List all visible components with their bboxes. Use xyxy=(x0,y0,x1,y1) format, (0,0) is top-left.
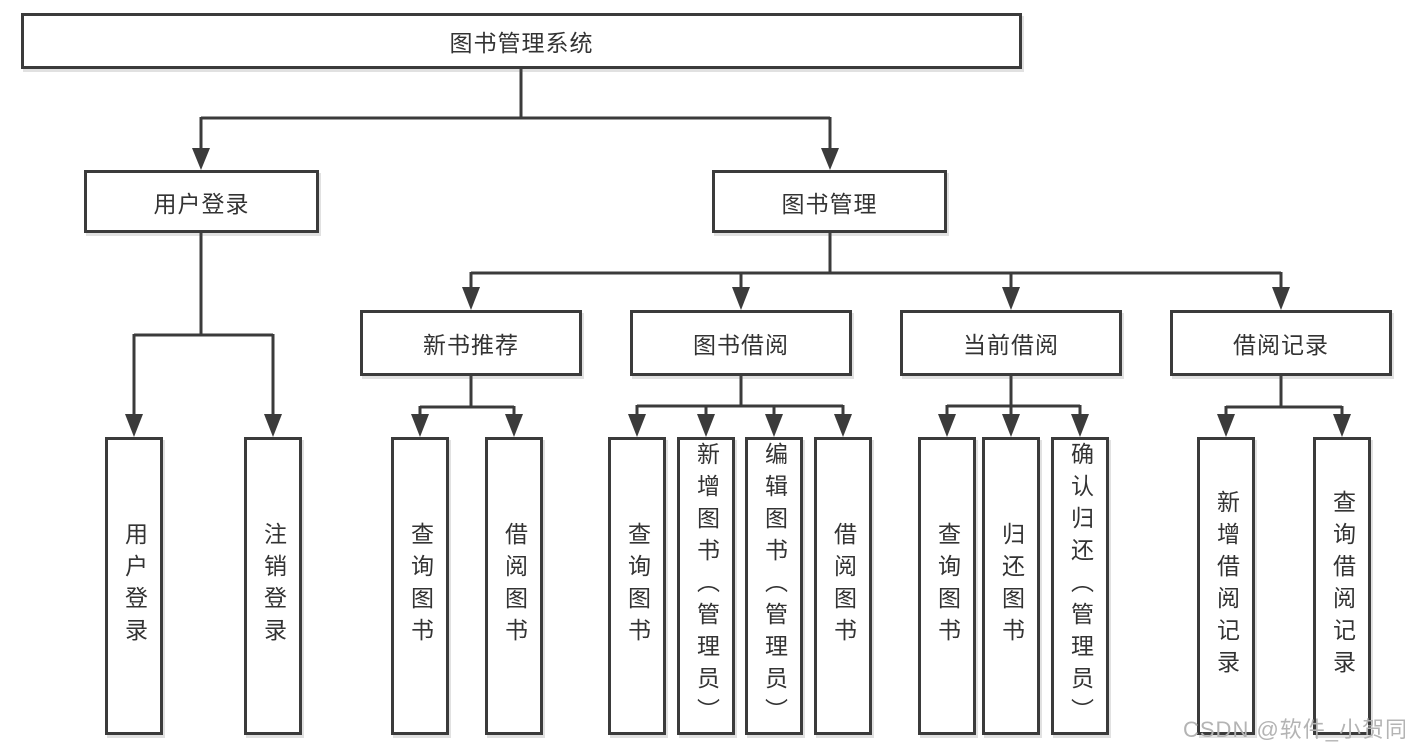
leaf-user-login-label: 用户登录 xyxy=(121,522,148,650)
node-borrow-records-label: 借阅记录 xyxy=(1233,332,1329,358)
node-book-management: 图书管理 xyxy=(712,170,947,233)
leaf-confirm-return-admin: 确认归还（管理员） xyxy=(1051,437,1109,735)
leaf-query-borrow-record-label: 查询借阅记录 xyxy=(1329,490,1356,682)
leaf-borrow-books: 借阅图书 xyxy=(814,437,872,735)
leaf-query-books-recommend: 查询图书 xyxy=(391,437,449,735)
node-current-borrow: 当前借阅 xyxy=(900,310,1122,376)
leaf-add-book-admin-label: 新增图书（管理员） xyxy=(693,442,720,730)
node-user-login-label: 用户登录 xyxy=(153,190,250,217)
node-current-borrow-label: 当前借阅 xyxy=(963,332,1059,358)
connector-book-management-children xyxy=(462,233,1290,310)
csdn-watermark: CSDN @软件_小贺同学 xyxy=(1183,717,1405,742)
leaf-edit-book-admin: 编辑图书（管理员） xyxy=(745,437,803,735)
leaf-query-books-borrow-label: 查询图书 xyxy=(624,522,651,650)
leaf-query-books-borrow: 查询图书 xyxy=(608,437,666,735)
leaf-borrow-books-recommend: 借阅图书 xyxy=(485,437,543,735)
node-borrow-records: 借阅记录 xyxy=(1170,310,1392,376)
leaf-query-borrow-record: 查询借阅记录 xyxy=(1313,437,1371,735)
node-library-system-label: 图书管理系统 xyxy=(449,30,594,56)
node-book-management-label: 图书管理 xyxy=(781,190,878,217)
leaf-borrow-books-label: 借阅图书 xyxy=(830,522,857,650)
connector-root-to-level2 xyxy=(192,69,839,170)
leaf-borrow-books-recommend-label: 借阅图书 xyxy=(501,522,528,650)
node-library-system: 图书管理系统 xyxy=(21,13,1022,69)
connector-book-borrow-children xyxy=(628,376,852,437)
connector-user-login-children xyxy=(125,233,282,437)
leaf-add-borrow-record-label: 新增借阅记录 xyxy=(1213,490,1240,682)
leaf-return-books-label: 归还图书 xyxy=(998,522,1025,650)
connector-current-borrow-children xyxy=(938,376,1089,437)
node-book-borrow-label: 图书借阅 xyxy=(693,332,789,358)
node-new-book-recommend-label: 新书推荐 xyxy=(423,332,519,358)
leaf-query-books-recommend-label: 查询图书 xyxy=(407,522,434,650)
leaf-logout-label: 注销登录 xyxy=(260,522,287,650)
leaf-logout: 注销登录 xyxy=(244,437,302,735)
leaf-add-book-admin: 新增图书（管理员） xyxy=(677,437,735,735)
leaf-user-login: 用户登录 xyxy=(105,437,163,735)
node-user-login: 用户登录 xyxy=(84,170,319,233)
leaf-query-books-current-label: 查询图书 xyxy=(934,522,961,650)
connector-new-book-recommend-children xyxy=(411,376,523,437)
leaf-edit-book-admin-label: 编辑图书（管理员） xyxy=(761,442,788,730)
connector-borrow-records-children xyxy=(1217,376,1351,437)
leaf-return-books: 归还图书 xyxy=(982,437,1040,735)
leaf-add-borrow-record: 新增借阅记录 xyxy=(1197,437,1255,735)
leaf-query-books-current: 查询图书 xyxy=(918,437,976,735)
node-new-book-recommend: 新书推荐 xyxy=(360,310,582,376)
leaf-confirm-return-admin-label: 确认归还（管理员） xyxy=(1067,442,1094,730)
node-book-borrow: 图书借阅 xyxy=(630,310,852,376)
